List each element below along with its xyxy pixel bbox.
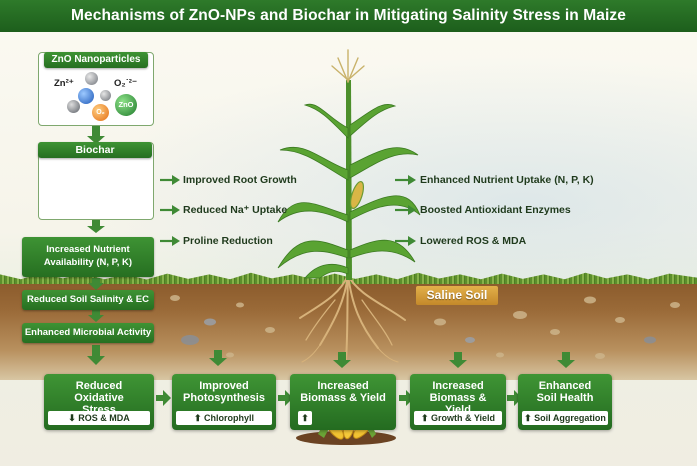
- outcome-improved-photosynthesis: Improved Photosynthesis ⬆ Chlorophyll: [172, 374, 276, 430]
- label-improved-root-growth: Improved Root Growth: [183, 174, 297, 186]
- outcome-title: Improved Photosynthesis: [172, 380, 276, 404]
- left-chain-box-2: Reduced Soil Salinity & EC: [22, 290, 154, 310]
- maize-plant: [278, 50, 420, 280]
- outcome-enhanced-soil-health: Enhanced Soil Health ⬆ Soil Aggregation: [518, 374, 612, 430]
- blue-sphere-icon: [78, 88, 94, 104]
- grey-sphere-icon: [67, 100, 80, 113]
- left-chain-box-3: Enhanced Microbial Activity: [22, 323, 154, 343]
- zn-sphere-icon: [85, 72, 98, 85]
- outcome-reduced-oxidative-stress: Reduced Oxidative Stress ⬇ ROS & MDA: [44, 374, 154, 430]
- zno-header: ZnO Nanoparticles: [44, 52, 148, 68]
- label-reduced-na-uptake: Reduced Na⁺ Uptake: [183, 204, 287, 216]
- outcome-sub: ⬆ Soil Aggregation: [522, 411, 608, 425]
- left-chain-box-1: Increased Nutrient Availability (N, P, K…: [22, 237, 154, 277]
- outcome-increased-biomass-yield-2: Increased Biomass & Yield ⬆ Growth & Yie…: [410, 374, 506, 430]
- zn-ion-label: Zn²⁺: [54, 78, 74, 89]
- outcome-sub: ⬆ Growth & Yield: [414, 411, 502, 425]
- plant-roots: [300, 275, 405, 362]
- outcome-sub: ⬇ ROS & MDA: [48, 411, 150, 425]
- outcome-sub: ⬆: [298, 411, 312, 425]
- label-enhanced-nutrient-uptake: Enhanced Nutrient Uptake (N, P, K): [420, 174, 594, 186]
- outcome-sub: ⬆ Chlorophyll: [176, 411, 272, 425]
- o2-ion-label: O₂˙²⁻: [114, 78, 137, 89]
- small-sphere-icon: [100, 90, 111, 101]
- biochar-header: Biochar: [38, 142, 152, 158]
- outcome-title: Enhanced Soil Health: [518, 380, 612, 404]
- outcome-increased-biomass-yield-1: Increased Biomass & Yield ⬆: [290, 374, 396, 430]
- zno-sphere-icon: ZnO: [115, 94, 137, 116]
- zno-particles-icon: Zn²⁺ O₂˙²⁻ O₂ ZnO: [40, 70, 150, 122]
- label-lowered-ros-mda: Lowered ROS & MDA: [420, 235, 526, 247]
- label-boosted-antioxidant-enzymes: Boosted Antioxidant Enzymes: [420, 204, 571, 216]
- outcome-title: Increased Biomass & Yield: [290, 380, 396, 404]
- oxygen-sphere-icon: O₂: [92, 104, 109, 121]
- saline-soil-tag: Saline Soil: [416, 286, 498, 305]
- label-proline-reduction: Proline Reduction: [183, 235, 273, 247]
